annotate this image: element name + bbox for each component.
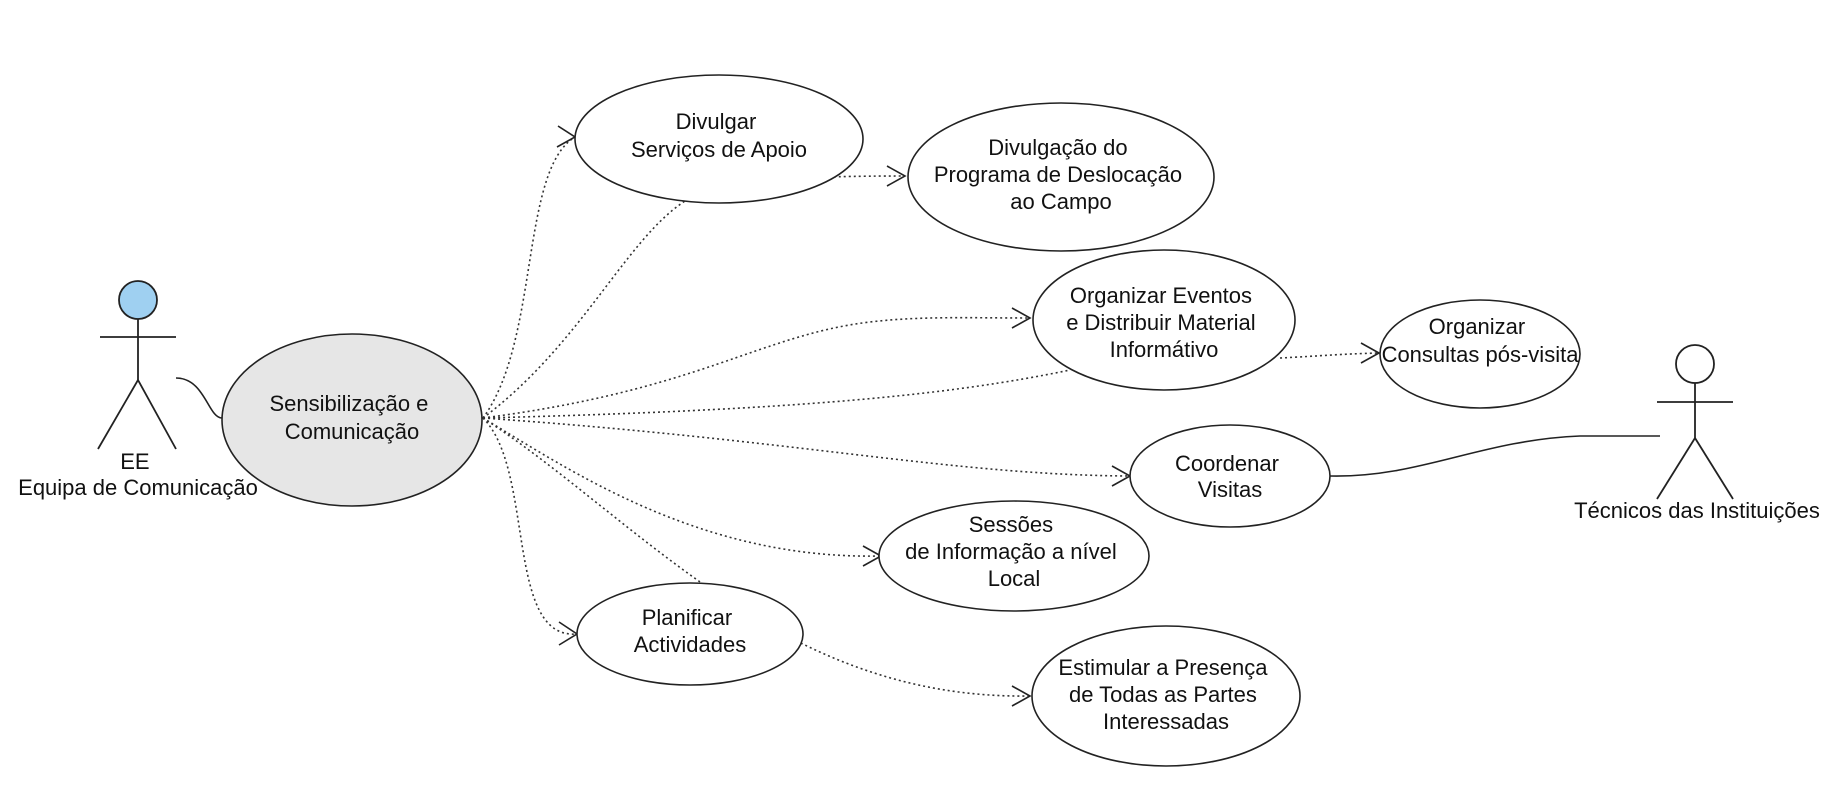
connector-estimular-presenca (482, 417, 1031, 697)
use-case-label: Estimular a Presença de Todas as Partes … (1058, 655, 1273, 734)
connector-sessoes-informacao (482, 417, 882, 557)
use-case-ellipse (1031, 625, 1301, 767)
connector-to-organizar-consultas (482, 369, 1071, 419)
use-case-divulgacao-programa[interactable]: Divulgação do Programa de Deslocação ao … (907, 102, 1215, 252)
use-case-ellipse (907, 102, 1215, 252)
arrowhead-organizar-eventos (1011, 307, 1032, 329)
use-case-coordenar-visitas[interactable]: Coordenar Visitas (1129, 424, 1331, 528)
use-case-ellipse (221, 333, 483, 507)
use-case-estimular-presenca[interactable]: Estimular a Presença de Todas as Partes … (1031, 625, 1301, 767)
use-case-planificar-actividades[interactable]: Planificar Actividades (576, 582, 804, 686)
use-case-ellipse (1032, 249, 1296, 391)
use-case-label: Organizar Eventos e Distribuir Material … (1066, 283, 1262, 362)
use-case-ellipse (1129, 424, 1331, 528)
use-case-organizar-eventos[interactable]: Organizar Eventos e Distribuir Material … (1032, 249, 1296, 391)
use-case-ellipse (574, 74, 864, 204)
connector-divulgacao-programa (482, 175, 906, 419)
use-case-label: Organizar Consultas pós-visita (1382, 314, 1580, 367)
actor-tecnicos-instituicoes[interactable]: Técnicos das Instituições (1574, 344, 1820, 523)
use-case-label: Divulgar Serviços de Apoio (631, 109, 807, 162)
arrowhead-organizar-consultas (1360, 342, 1381, 364)
arrowhead-divulgar-servicos (556, 125, 577, 148)
actor-head-icon (1675, 344, 1715, 384)
use-case-ellipse (878, 500, 1150, 612)
use-case-organizar-consultas[interactable]: Organizar Consultas pós-visita (1379, 299, 1581, 409)
use-case-divulgar-servicos[interactable]: Divulgar Serviços de Apoio (574, 74, 864, 204)
association-left-actor (175, 377, 223, 419)
actor-left-leg (97, 379, 139, 450)
connector-coordenar-visitas (482, 417, 1131, 477)
actor-label: Técnicos das Instituições (1574, 498, 1820, 523)
arrowhead-divulgacao-programa (886, 165, 907, 187)
use-case-label: Divulgação do Programa de Deslocação ao … (934, 135, 1188, 214)
use-case-ellipse (576, 582, 804, 686)
use-case-sensibilizacao-comunicacao[interactable]: Sensibilização e Comunicação (221, 333, 483, 507)
use-case-label: Planificar Actividades (634, 605, 747, 657)
use-case-label: Sensibilização e Comunicação (269, 391, 434, 444)
actor-right-leg (137, 379, 177, 450)
use-case-label: Sessões de Informação a nível Local (905, 512, 1123, 591)
actor-head-icon (118, 280, 158, 320)
actor-right-leg (1694, 437, 1734, 500)
connector-planificar-actividades (482, 417, 578, 635)
actor-left-leg (1656, 437, 1696, 500)
arrowhead-estimular-presenca (1011, 685, 1032, 707)
actor-equipa-comunicacao[interactable]: EE Equipa de Comunicação (18, 280, 258, 500)
connector-eventos-consultas (1279, 352, 1380, 359)
use-case-label: Coordenar Visitas (1175, 451, 1285, 502)
use-case-ellipse (1379, 299, 1581, 409)
actor-label: EE Equipa de Comunicação (18, 449, 258, 500)
connector-organizar-eventos (482, 316, 1031, 419)
use-case-sessoes-informacao[interactable]: Sessões de Informação a nível Local (878, 500, 1150, 612)
connector-divulgar-servicos (482, 136, 576, 419)
association-right-actor (1329, 435, 1660, 477)
